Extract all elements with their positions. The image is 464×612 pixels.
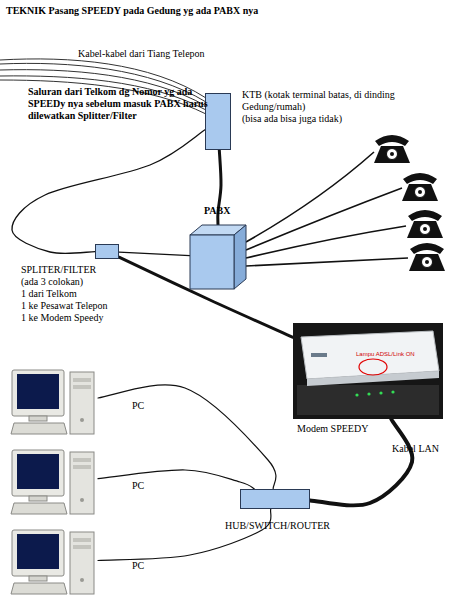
connector-label: Kabel LAN xyxy=(392,443,439,455)
monitor-screen xyxy=(17,534,59,569)
diagram-title: TEKNIK Pasang SPEEDY pada Gedung yg ada … xyxy=(6,5,258,17)
pc-tower xyxy=(70,532,94,594)
pc-box: PC xyxy=(12,450,98,516)
monitor-stand xyxy=(29,416,47,421)
node-label: PABX xyxy=(204,205,230,217)
telephone-icon xyxy=(409,243,445,271)
modem-body xyxy=(301,331,439,379)
pc-illustration xyxy=(12,450,98,516)
drive-bay xyxy=(73,385,91,389)
power-button xyxy=(80,578,84,582)
modem-light xyxy=(367,392,370,395)
monitor-stand xyxy=(29,576,47,581)
connector-line xyxy=(12,130,205,254)
modem-front xyxy=(307,371,439,386)
modem-backdrop xyxy=(293,323,443,419)
node-label: 1 ke Pesawat Telepon xyxy=(21,300,108,312)
modem-photo xyxy=(293,323,443,419)
phone-wire xyxy=(246,226,406,258)
pc-illustration xyxy=(12,530,98,596)
telephone-icon xyxy=(402,173,438,201)
node-label: 1 dari Telkom xyxy=(21,288,77,300)
drive-bay xyxy=(73,538,91,542)
node-label: 1 ke Modem Speedy xyxy=(21,312,104,324)
monitor-case xyxy=(12,370,64,416)
phone-wire xyxy=(246,258,408,266)
modem-light xyxy=(379,391,382,394)
monitor-screen xyxy=(17,374,59,409)
terminal-box: KTB (kotak terminal batas, di dinding Ge… xyxy=(205,93,231,150)
pc-tower xyxy=(70,452,94,514)
connector-line xyxy=(98,509,271,561)
phone-wires xyxy=(246,152,408,266)
drive-bay xyxy=(73,465,91,469)
node-label: PC xyxy=(132,560,144,572)
node-label: HUB/SWITCH/ROUTER xyxy=(225,520,330,532)
connector-line xyxy=(98,385,276,489)
node-label: SPLITER/FILTER xyxy=(21,264,96,276)
keyboard xyxy=(11,583,67,594)
modem-light xyxy=(391,390,394,393)
pc-box: PC xyxy=(12,370,98,436)
telephone-icon xyxy=(407,210,443,238)
drive-bay xyxy=(73,458,91,462)
telephone-icon xyxy=(374,135,410,163)
highlight-oval xyxy=(359,359,387,375)
pabx-box: PABX xyxy=(190,225,246,289)
cube-front xyxy=(190,235,234,289)
monitor-case xyxy=(12,530,64,576)
modem-light xyxy=(355,393,358,396)
installation-note: Saluran dari Telkom dg Nomor yg ada SPEE… xyxy=(28,86,210,122)
monitor-case xyxy=(12,450,64,496)
connector-line xyxy=(119,252,190,256)
phone-wire xyxy=(246,152,374,242)
pc-tower xyxy=(70,372,94,434)
node-label: KTB (kotak terminal batas, di dinding Ge… xyxy=(242,89,414,113)
node-label: Modem SPEEDY xyxy=(297,423,368,435)
pc-illustration xyxy=(12,370,98,436)
drive-bay xyxy=(73,378,91,382)
modem-shelf xyxy=(297,385,439,415)
cable-note: Kabel-kabel dari Tiang Telepon xyxy=(78,48,205,60)
connector-line xyxy=(98,470,254,489)
keyboard xyxy=(11,503,67,514)
power-button xyxy=(80,498,84,502)
pc-box: PC xyxy=(12,530,98,596)
node-label: PC xyxy=(132,480,144,492)
modem-logo xyxy=(311,353,327,357)
monitor-screen xyxy=(17,454,59,489)
node-label: (ada 3 colokan) xyxy=(21,276,83,288)
monitor-stand xyxy=(29,496,47,501)
cube-side xyxy=(234,225,246,289)
modem-light-note: Lampu ADSL/Link ON xyxy=(356,351,415,358)
node-label: PC xyxy=(132,400,144,412)
node-label: (bisa ada bisa juga tidak) xyxy=(242,113,414,125)
power-button xyxy=(80,418,84,422)
modem-box: Modem SPEEDY xyxy=(293,323,443,419)
splitter-box: SPLITER/FILTER(ada 3 colokan)1 dari Telk… xyxy=(95,244,119,259)
pabx-cube xyxy=(190,225,246,289)
keyboard xyxy=(11,423,67,434)
drive-bay xyxy=(73,545,91,549)
hub-box: HUB/SWITCH/ROUTER xyxy=(240,489,310,509)
